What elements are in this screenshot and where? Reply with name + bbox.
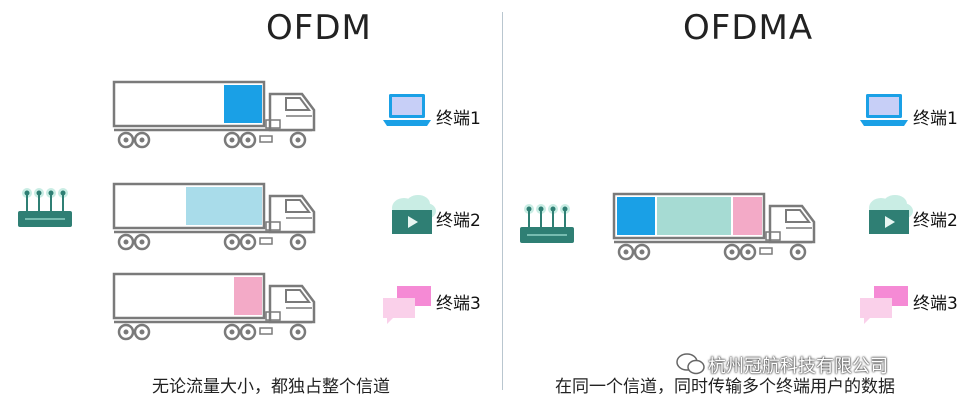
truck-icon <box>612 192 822 262</box>
payload-terminal2 <box>657 197 731 235</box>
laptop-icon <box>381 92 433 128</box>
terminal3-label: 终端3 <box>913 294 958 314</box>
truck-icon <box>112 80 322 150</box>
ofdm-caption: 无论流量大小，都独占整个信道 <box>152 377 390 397</box>
cloud-video-icon <box>386 194 438 236</box>
terminal1-label: 终端1 <box>913 109 958 129</box>
payload-terminal3 <box>234 277 262 315</box>
payload-terminal2 <box>186 187 262 225</box>
router-icon <box>15 184 75 234</box>
cloud-video-icon <box>863 194 915 236</box>
terminal1-label: 终端1 <box>436 109 481 129</box>
terminal2-label: 终端2 <box>913 211 958 231</box>
watermark: 杭州冠航科技有限公司 <box>708 356 888 377</box>
payload-terminal1 <box>224 85 262 123</box>
terminal3-label: 终端3 <box>436 294 481 314</box>
chat-bubbles-icon <box>858 284 910 326</box>
router-icon <box>517 200 577 250</box>
ofdm-title: OFDM <box>266 8 372 48</box>
ofdma-caption: 在同一个信道，同时传输多个终端用户的数据 <box>555 377 895 397</box>
terminal2-label: 终端2 <box>436 211 481 231</box>
truck-icon <box>112 272 322 342</box>
laptop-icon <box>858 92 910 128</box>
payload-terminal3 <box>733 197 762 235</box>
chat-bubbles-icon <box>381 284 433 326</box>
payload-terminal1 <box>617 197 655 235</box>
ofdma-title: OFDMA <box>683 8 814 48</box>
truck-icon <box>112 182 322 252</box>
section-divider <box>502 12 503 390</box>
wechat-icon <box>676 352 706 376</box>
